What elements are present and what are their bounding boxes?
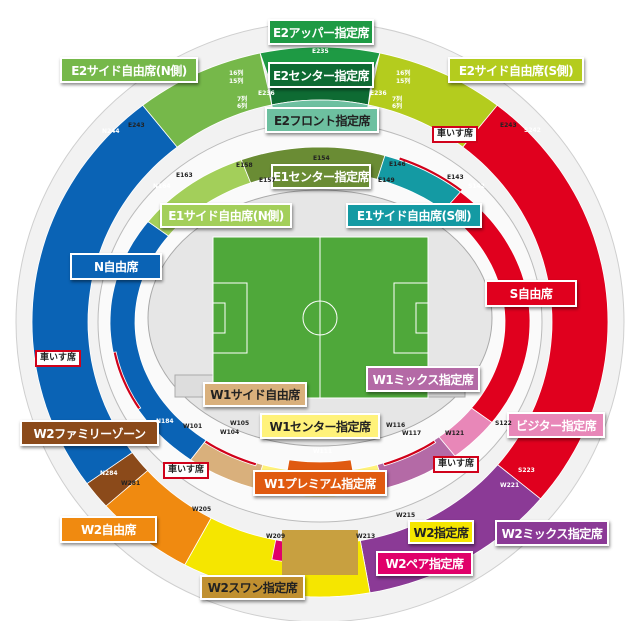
section-code: S223	[518, 467, 535, 474]
section-code: W111	[313, 448, 333, 455]
section-code: E154	[313, 155, 330, 162]
section-code: E235	[312, 48, 329, 55]
section-code: N284	[100, 470, 118, 477]
section-code: N244	[102, 128, 120, 135]
wheelchair-strip-w-n[interactable]	[203, 439, 258, 467]
label-w2-family[interactable]: W2ファミリーゾーン	[20, 420, 159, 446]
row-label: 6列	[392, 103, 403, 110]
wheelchair-label-n[interactable]: 車いす席	[35, 350, 82, 367]
section-code: W117	[402, 430, 422, 437]
section-code: E143	[447, 174, 464, 181]
row-label: 15列	[229, 78, 244, 85]
row-label: 7列	[237, 96, 248, 103]
row-label: 16列	[396, 70, 411, 77]
label-n-free[interactable]: N自由席	[70, 253, 162, 280]
section-code: E236	[370, 90, 387, 97]
section-code: W209	[266, 533, 286, 540]
section-code: W116	[386, 422, 406, 429]
section-code: E163	[176, 172, 193, 179]
section-code: W205	[192, 506, 212, 513]
label-w1-center[interactable]: W1センター指定席	[260, 413, 380, 439]
section-code: E236	[258, 90, 275, 97]
row-label: 15列	[396, 78, 411, 85]
section-code: S142	[468, 183, 485, 190]
wheelchair-strip-n[interactable]	[112, 351, 142, 411]
section-code: N164	[153, 183, 171, 190]
label-e1-side-n[interactable]: E1サイド自由席(N側)	[160, 203, 292, 228]
section-code: E146	[389, 161, 406, 168]
section-code: S122	[495, 420, 512, 427]
section-code: W105	[230, 420, 250, 427]
wheelchair-strip-e[interactable]	[398, 156, 464, 193]
label-w2-free[interactable]: W2自由席	[60, 516, 157, 543]
label-e2-side-n[interactable]: E2サイド自由席(N側)	[60, 57, 198, 83]
label-w2-designated[interactable]: W2指定席	[408, 520, 474, 544]
section-code: E158	[236, 162, 253, 169]
label-s-free[interactable]: S自由席	[485, 280, 577, 307]
sector-s-free-upper[interactable]	[462, 104, 609, 500]
label-w1-premium[interactable]: W1プレミアム指定席	[253, 470, 387, 496]
label-e2-side-s[interactable]: E2サイド自由席(S側)	[448, 57, 584, 83]
row-label: 16列	[229, 70, 244, 77]
section-code: W101	[183, 423, 203, 430]
label-w1-mix[interactable]: W1ミックス指定席	[366, 366, 480, 392]
label-e2-upper[interactable]: E2アッパー指定席	[268, 19, 374, 45]
section-code: E149	[378, 177, 395, 184]
section-code: S242	[524, 127, 541, 134]
label-e1-center[interactable]: E1センター指定席	[271, 164, 371, 189]
label-w2-swan[interactable]: W2スワン指定席	[200, 575, 305, 600]
label-e2-front[interactable]: E2フロント指定席	[265, 107, 379, 133]
label-e2-center[interactable]: E2センター指定席	[268, 62, 374, 88]
row-label: 7列	[392, 96, 403, 103]
label-w1-side[interactable]: W1サイド自由席	[203, 382, 307, 407]
wheelchair-label-w-n[interactable]: 車いす席	[163, 462, 210, 479]
section-code: N184	[156, 418, 174, 425]
field-lines	[212, 237, 429, 398]
section-code: W215	[396, 512, 416, 519]
section-code: W213	[356, 533, 376, 540]
section-code: W221	[500, 482, 520, 489]
section-code: E243	[128, 122, 145, 129]
row-label: 6列	[237, 103, 248, 110]
label-e1-side-s[interactable]: E1サイド自由席(S側)	[346, 203, 482, 228]
section-code: E157	[259, 177, 276, 184]
w2-swan-area	[282, 530, 358, 575]
label-w2-mix[interactable]: W2ミックス指定席	[495, 520, 609, 546]
wheelchair-label-w-s[interactable]: 車いす席	[433, 456, 480, 473]
label-w2-pair[interactable]: W2ペア指定席	[376, 551, 473, 576]
section-code: W281	[121, 480, 141, 487]
label-visitor[interactable]: ビジター指定席	[507, 412, 605, 438]
wheelchair-strip-w-s[interactable]	[382, 439, 437, 467]
section-code: E243	[500, 122, 517, 129]
section-code: W104	[220, 429, 240, 436]
wheelchair-label-e[interactable]: 車いす席	[432, 126, 479, 143]
section-code: W121	[445, 430, 465, 437]
